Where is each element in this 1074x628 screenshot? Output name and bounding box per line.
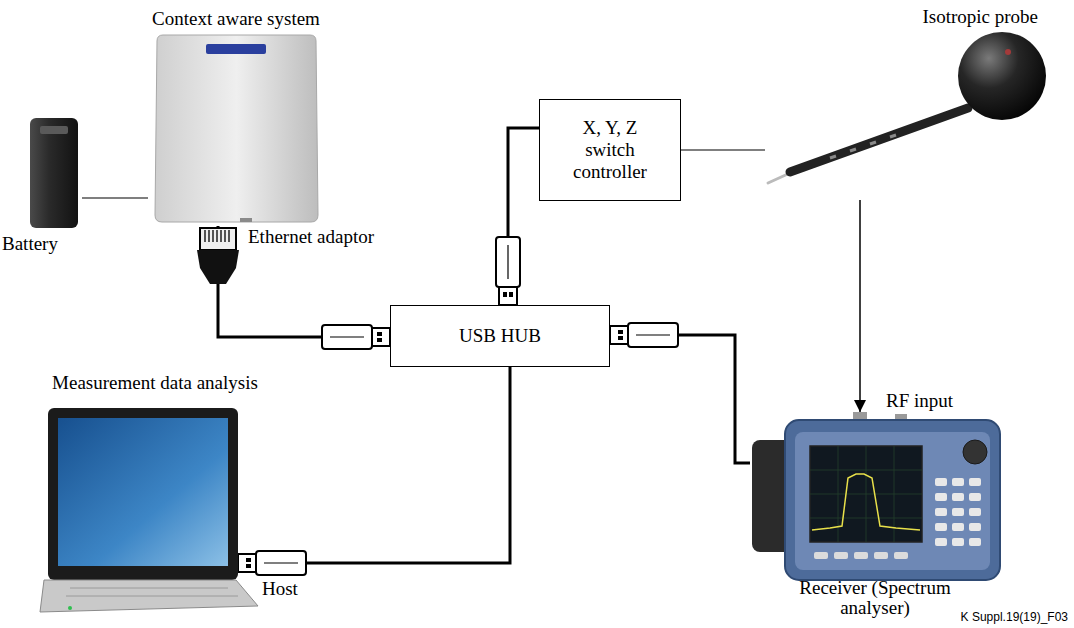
device-node: Context aware system: [148, 8, 324, 226]
analyser-body: [785, 420, 1000, 580]
analyser-face: [795, 432, 990, 570]
probe-stick: [790, 108, 968, 172]
usb-plug: [238, 551, 306, 575]
port-label: Host: [262, 578, 298, 600]
rj45-pins: [205, 230, 229, 242]
probe-dot: [1005, 49, 1011, 55]
figure-id: K Suppl.19(19)_F03: [961, 610, 1068, 625]
probe-cable-wrap: [830, 135, 896, 158]
caption-text: Context aware system: [152, 8, 320, 30]
usb-plug: [322, 325, 390, 349]
analyser-softkeys: [814, 552, 908, 559]
caption-text: Measurement data analysis: [52, 372, 258, 394]
usb-plug: [496, 237, 520, 305]
signal-arrow: [859, 200, 861, 412]
process-box: USB HUB: [390, 305, 610, 367]
cable-line: [82, 197, 148, 198]
laptop-base: [40, 580, 258, 612]
caption-text: Receiver (Spectrum analyser): [795, 578, 955, 618]
spectrum-analyser-photo: [752, 412, 1000, 580]
screen-grid: [810, 446, 922, 542]
ethernet-adaptor: [197, 228, 239, 284]
box-text: X, Y, Z switch controller: [556, 117, 664, 183]
context-device-photo: [155, 35, 318, 222]
analyser-screen: [810, 446, 922, 542]
cable-line: [290, 367, 510, 563]
battery-body: [30, 118, 78, 228]
laptop-display: [58, 418, 228, 566]
caption-text: Battery: [2, 233, 58, 255]
battery-photo: [30, 118, 78, 228]
analyser-knob: [963, 440, 987, 464]
cable-line: [610, 335, 750, 463]
probe-sphere: [958, 32, 1046, 120]
rj45-head: [200, 228, 236, 250]
cable-line: [681, 149, 765, 150]
battery-node: Battery: [2, 115, 82, 255]
isotropic-probe-photo: [768, 32, 1046, 183]
analyser-keypad: [935, 478, 981, 546]
probe-node: Isotropic probe: [765, 6, 1060, 200]
battery-cap: [40, 126, 68, 134]
device-badge: [206, 44, 266, 54]
spectrum-trace: [812, 474, 920, 530]
box-text: USB HUB: [459, 325, 541, 347]
laptop-photo: [40, 408, 258, 612]
laptop-node: Measurement data analysis: [20, 372, 290, 617]
analyser-node: Receiver (Spectrum analyser): [750, 412, 1000, 618]
usb-plug: [610, 323, 678, 347]
process-box: X, Y, Z switch controller: [539, 99, 681, 201]
part-label: Ethernet adaptor: [248, 226, 374, 248]
port-label: RF input: [886, 390, 953, 412]
laptop-keys: [66, 588, 238, 596]
cable-line: [218, 226, 390, 337]
rj45-body: [197, 250, 239, 284]
device-housing: [155, 35, 318, 222]
laptop-bezel: [48, 408, 238, 580]
device-port: [240, 218, 252, 222]
caption-text: Isotropic probe: [922, 6, 1038, 28]
laptop-led: [68, 606, 72, 610]
